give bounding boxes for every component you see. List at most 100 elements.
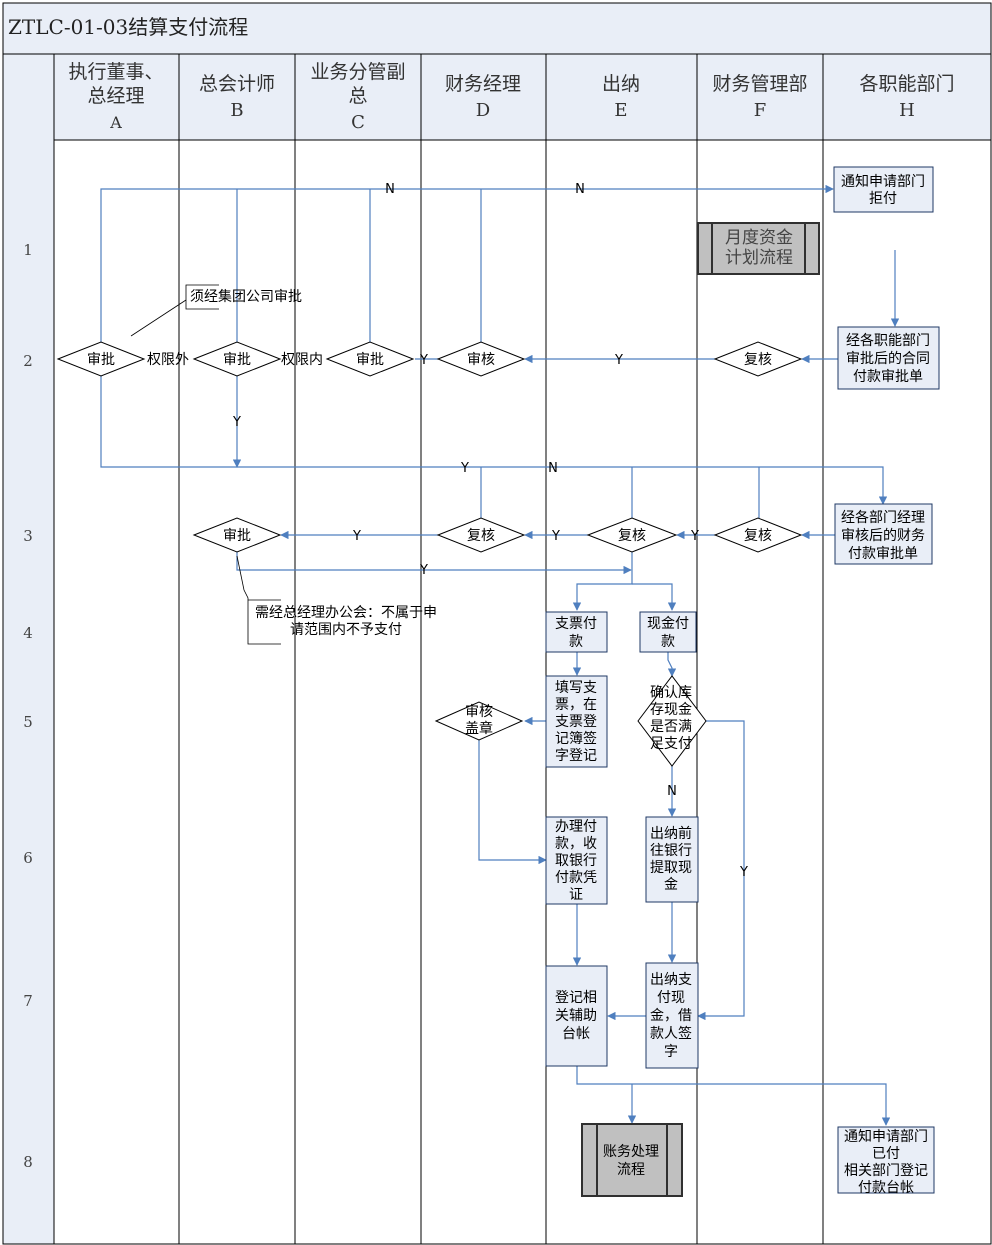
cash-sign-label-line: 出纳支	[650, 972, 692, 988]
notify-paid-box	[837, 1126, 935, 1194]
row-number-6: 6	[23, 849, 33, 867]
contract-payment-form-label-line: 经各职能部门	[846, 333, 930, 349]
notify-paid-label-line: 付款台帐	[858, 1180, 914, 1196]
row-number-band	[2, 53, 55, 1245]
recheck-d-row3-label: 复核	[467, 527, 495, 544]
cash-pay-label-line: 款	[661, 634, 675, 650]
label-no-top-e: N	[575, 182, 585, 197]
label-yes-b-down: Y	[232, 415, 241, 430]
review-seal-label-line: 盖章	[465, 720, 493, 737]
row-number-8: 8	[23, 1153, 33, 1171]
lane-c-letter: C	[351, 112, 365, 133]
label-yes-b-e: Y	[419, 563, 428, 578]
recheck-f-row2-diamond	[713, 341, 803, 377]
recheck-f-row3-label: 复核	[744, 527, 772, 544]
lane-c-name: 业务分管副	[310, 61, 405, 83]
finance-payment-form-label: 经各部门经理审核后的财务付款审批单	[841, 510, 925, 562]
lane-f-name: 财务管理部	[712, 73, 807, 95]
review-d-row2-label: 审核	[467, 352, 495, 368]
contract-payment-form-box	[837, 326, 940, 390]
check-cash-label-line: 是否满	[650, 719, 692, 735]
lane-h-name: 各职能部门	[859, 73, 954, 95]
recheck-e-row3-label: 复核	[618, 527, 646, 544]
bank-withdraw-box	[645, 816, 699, 903]
row-number-3: 3	[23, 527, 33, 545]
cash-sign-label-line: 款人签	[650, 1025, 692, 1042]
recheck-f-row2-label: 复核	[744, 351, 772, 368]
register-ledger-label-line: 关辅助	[555, 1008, 597, 1024]
notify-reject-box	[833, 166, 934, 213]
lane-f-letter: F	[754, 100, 767, 121]
lane-header-band	[53, 53, 992, 141]
monthly-fund-plan-label-line: 计划流程	[725, 248, 793, 268]
row-number-2: 2	[23, 352, 33, 370]
finance-payment-form-box	[834, 503, 933, 565]
approve-b-row3-diamond	[192, 517, 282, 553]
cheque-pay-label-line: 支票付	[555, 616, 597, 632]
notify-paid-label-line: 已付	[872, 1146, 900, 1162]
accounting-process-label-line: 流程	[617, 1162, 645, 1178]
lane-d-name: 财务经理	[445, 73, 521, 95]
approve-c-row2-diamond	[325, 341, 415, 377]
fill-cheque-box	[545, 675, 608, 768]
handle-payment-box	[545, 816, 608, 905]
label-beyond-limit: 权限外	[147, 352, 189, 368]
lane-e-letter: E	[614, 100, 627, 121]
lane-a-letter: A	[109, 113, 122, 132]
title-bar	[2, 2, 992, 55]
label-no-top-c: N	[385, 182, 395, 197]
fill-cheque-label-line: 字登记	[555, 748, 597, 764]
check-cash-label-line: 足支付	[650, 736, 692, 752]
row-number-7: 7	[23, 992, 33, 1010]
group-approval-note: 须经集团公司审批	[190, 288, 302, 305]
lane-c-name-2: 总	[348, 85, 367, 107]
register-ledger-box	[545, 965, 608, 1067]
notify-paid-label-line: 通知申请部门	[844, 1128, 928, 1145]
notify-reject-label: 通知申请部门拒付	[841, 173, 925, 207]
handle-payment-label-line: 付款凭	[555, 870, 597, 886]
contract-payment-form-label-line: 付款审批单	[853, 369, 923, 385]
cash-pay-box	[639, 611, 697, 653]
row-number-1: 1	[23, 241, 33, 259]
lane-a-name: 执行董事、	[68, 61, 163, 83]
review-seal-diamond	[434, 701, 524, 741]
check-cash-label-line: 存现金	[650, 702, 692, 718]
row-number-5: 5	[23, 713, 33, 731]
connectors	[100, 184, 900, 1126]
contract-payment-form-label: 经各职能部门审批后的合同付款审批单	[846, 333, 930, 385]
label-within-limit: 权限内	[281, 352, 323, 368]
finance-payment-form-label-line: 审核后的财务	[841, 528, 925, 544]
label-no-row3-e: N	[548, 461, 558, 476]
notify-reject-label-line: 通知申请部门	[841, 173, 925, 190]
cash-sign-label-line: 金，借	[650, 1008, 692, 1024]
cash-pay-label-line: 现金付	[647, 616, 689, 632]
fill-cheque-label: 填写支票，在支票登记簿签字登记	[555, 680, 597, 764]
approve-a-row2-diamond	[56, 341, 146, 377]
row-number-4: 4	[23, 624, 33, 642]
register-ledger-label-line: 登记相	[555, 990, 597, 1006]
bank-withdraw-label-line: 金	[664, 877, 678, 893]
handle-payment-label-line: 证	[569, 887, 583, 903]
cash-pay-label: 现金付款	[647, 616, 689, 650]
annotation-leaders	[130, 284, 281, 645]
fill-cheque-label-line: 记簿签	[555, 730, 597, 747]
monthly-fund-plan-subprocess	[697, 222, 820, 275]
gm-meeting-note: 需经总经理办公会：不属于申请范围内不予支付	[255, 605, 437, 638]
monthly-fund-plan-label-line: 月度资金	[725, 228, 793, 248]
label-yes-c-d: Y	[419, 353, 428, 368]
approve-c-row2-label: 审批	[356, 352, 384, 368]
label-no-cash: N	[667, 784, 677, 799]
check-cash-label: 确认库存现金是否满足支付	[650, 685, 692, 752]
review-seal-label: 审核盖章	[465, 704, 493, 737]
page-title: ZTLC-01-03结算支付流程	[8, 15, 248, 39]
gm-meeting-note-line: 需经总经理办公会：不属于申	[255, 605, 437, 621]
check-cash-label-line: 确认库	[650, 685, 692, 701]
cash-sign-box	[645, 962, 699, 1069]
label-yes-row3-d: Y	[460, 461, 469, 476]
cheque-pay-box	[545, 611, 608, 653]
label-yes-f-e: Y	[690, 529, 699, 544]
approve-b-row2-diamond	[192, 341, 282, 377]
cheque-pay-label-line: 款	[569, 634, 583, 650]
cash-sign-label-line: 付现	[657, 990, 685, 1006]
